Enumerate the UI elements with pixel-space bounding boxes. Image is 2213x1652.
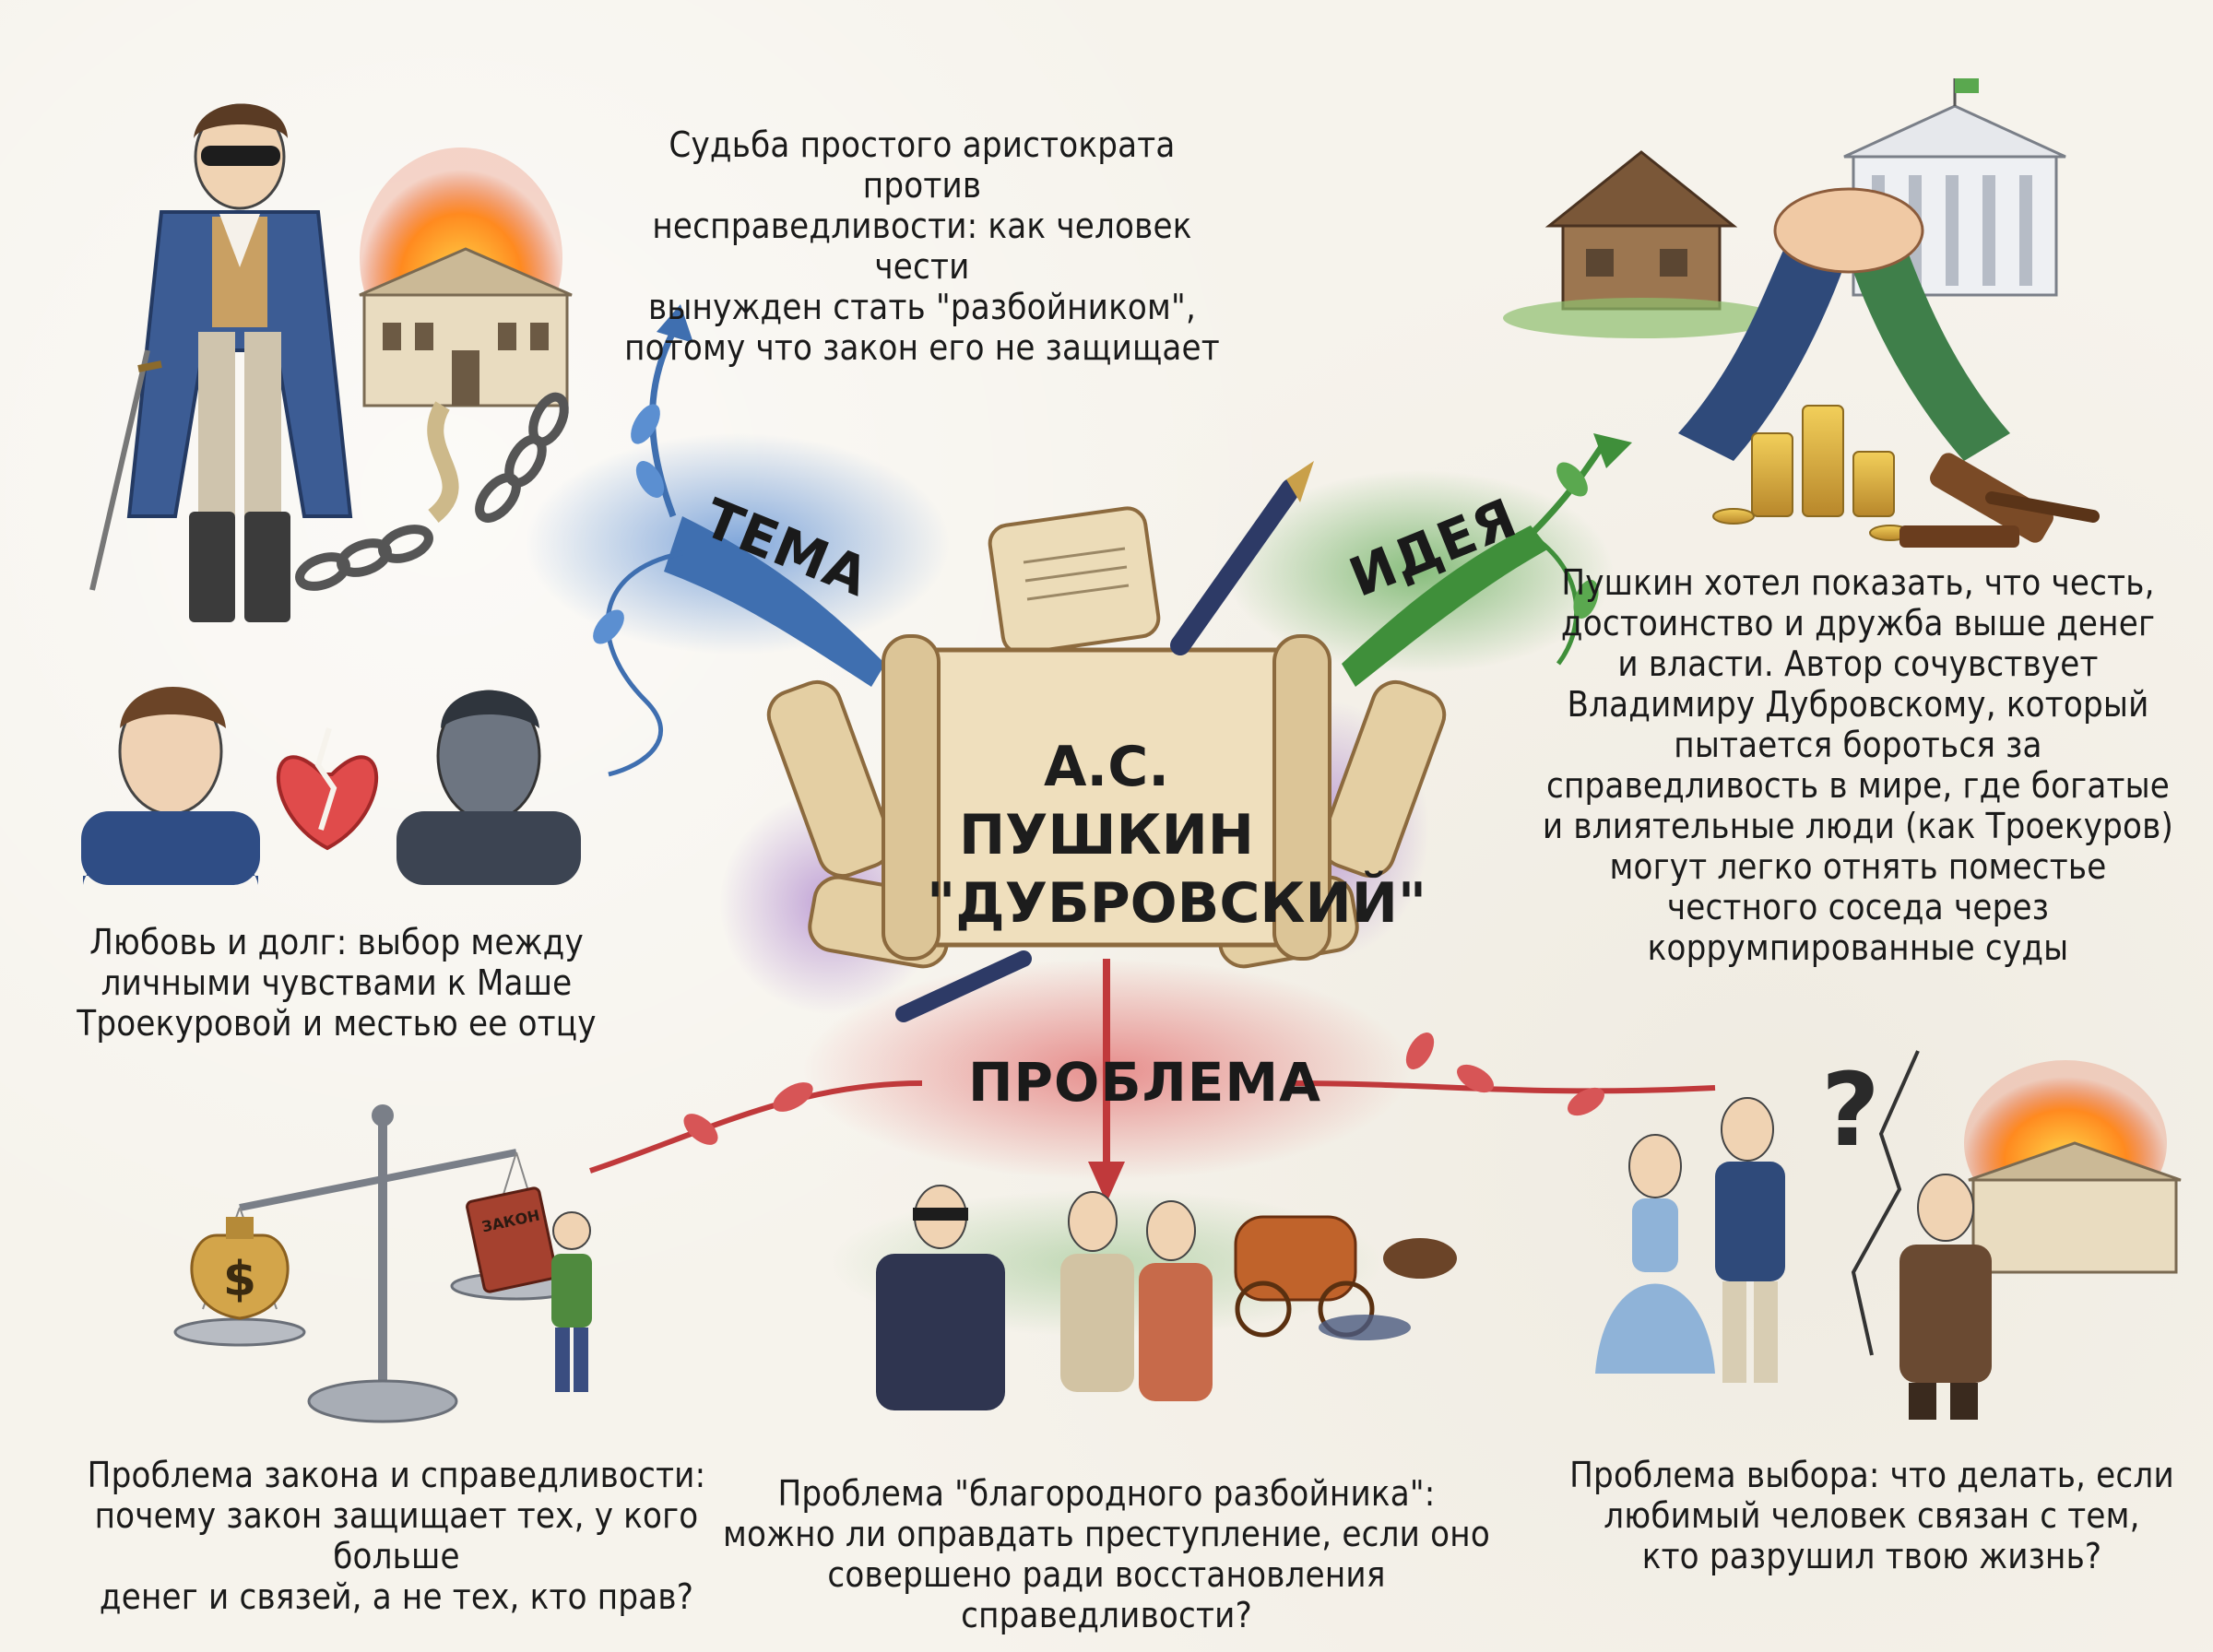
idea-ribbon bbox=[1342, 433, 1632, 687]
couple-illustration bbox=[1595, 1097, 1785, 1383]
law-book-icon bbox=[466, 1186, 558, 1293]
problem-ribbon bbox=[589, 959, 1716, 1203]
dubrovsky-figure-illustration bbox=[89, 103, 353, 622]
problem-choice-description: Проблема выбора: что делать, если любимы… bbox=[1569, 1455, 2174, 1576]
center-title-line1: А.С. ПУШКИН bbox=[958, 735, 1255, 867]
dollar-sign-text: $ bbox=[223, 1252, 256, 1307]
crack-divider bbox=[1851, 1050, 1920, 1356]
old-man-right-illustration bbox=[1899, 1174, 1992, 1420]
center-scroll bbox=[766, 461, 1447, 1022]
broken-chain-illustration bbox=[295, 392, 569, 591]
wooden-house-illustration bbox=[1503, 150, 1780, 338]
money-bag-icon: $ bbox=[190, 1217, 290, 1320]
branch-label-problem: ПРОБЛЕМА bbox=[968, 1051, 1321, 1114]
small-man-illustration bbox=[551, 1211, 592, 1392]
problem-robber-description: Проблема "благородного разбойника": можн… bbox=[723, 1473, 1490, 1635]
robber-scene-illustration bbox=[876, 1185, 1213, 1410]
question-mark-icon: ? bbox=[1821, 1051, 1880, 1169]
love-duty-description: Любовь и долг: выбор между личными чувст… bbox=[77, 922, 597, 1044]
center-title-line2: "ДУБРОВСКИЙ" bbox=[927, 871, 1427, 936]
idea-description: Пушкин хотел показать, что честь, достои… bbox=[1542, 562, 2174, 968]
young-man-portrait bbox=[81, 687, 260, 885]
theme-ribbon bbox=[593, 304, 885, 777]
theme-description: Судьба простого аристократа против неспр… bbox=[624, 124, 1220, 368]
burning-manor-right-illustration bbox=[1964, 1060, 2182, 1274]
carriage-illustration bbox=[1234, 1215, 1457, 1340]
burning-manor-illustration bbox=[359, 148, 573, 524]
old-man-portrait bbox=[396, 690, 581, 885]
center-title: А.С. ПУШКИН "ДУБРОВСКИЙ" bbox=[927, 733, 1427, 938]
broken-heart-icon bbox=[276, 727, 379, 851]
gavel-illustration bbox=[1899, 453, 2100, 548]
problem-law-description: Проблема закона и справедливости: почему… bbox=[87, 1455, 706, 1617]
handshake-illustration bbox=[1678, 187, 2010, 461]
